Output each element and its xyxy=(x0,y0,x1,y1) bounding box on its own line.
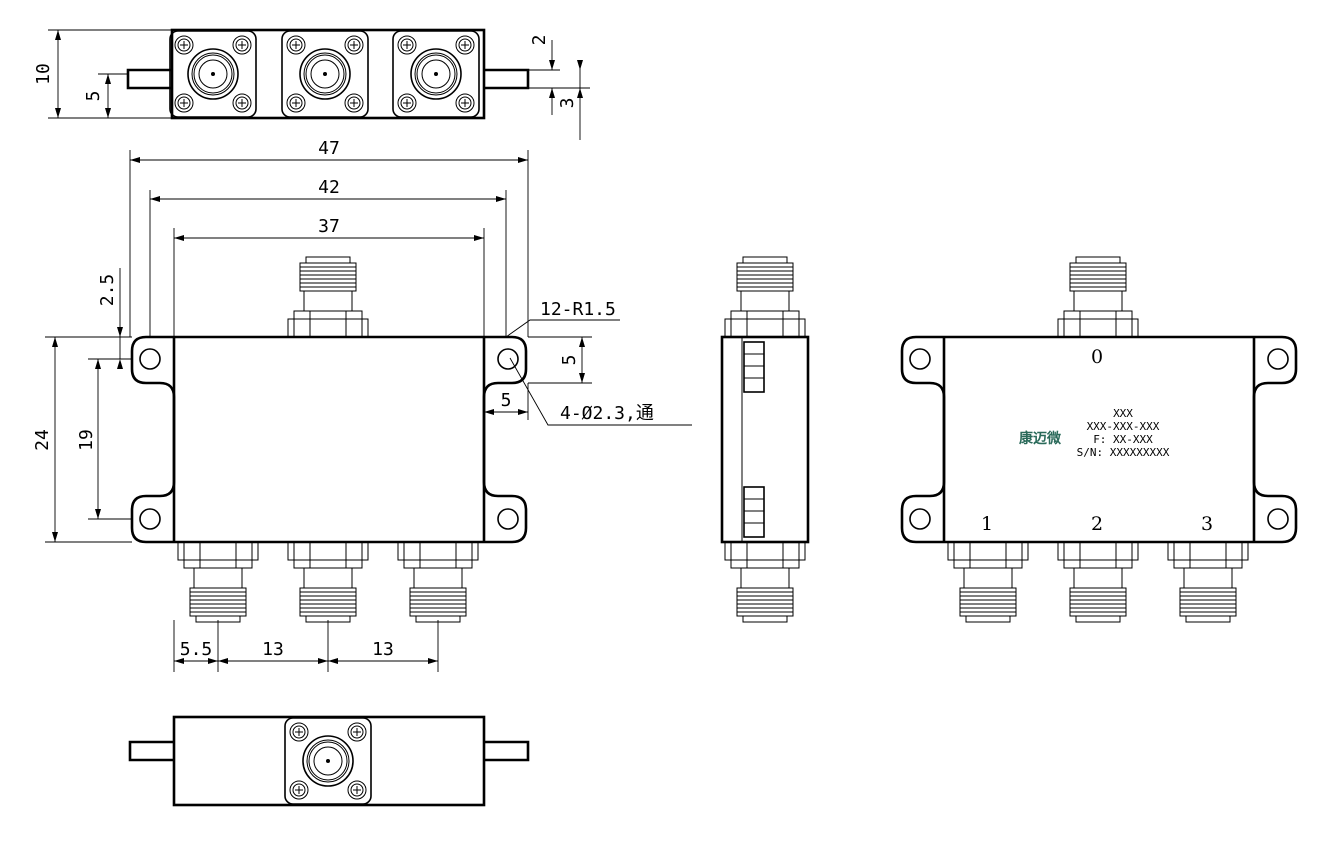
side-view-body xyxy=(720,335,810,544)
side-view xyxy=(720,256,810,623)
dim-top-half: 5 xyxy=(83,91,104,102)
dim-tab-right-width: 5 xyxy=(501,390,512,411)
top-port-connector-1 xyxy=(169,30,257,118)
label-line-3: F: XX-XXX xyxy=(1093,433,1153,446)
dim-top-height: 10 xyxy=(33,63,54,85)
label-output-connector-1 xyxy=(947,541,1029,623)
dim-port-pitch-1: 13 xyxy=(262,639,284,660)
dim-tab-top: 2.5 xyxy=(97,274,118,307)
top-port-connector-2 xyxy=(281,30,369,118)
front-input-connector xyxy=(287,256,369,338)
dim-body-height: 24 xyxy=(32,429,53,451)
brand-logo: 康迈微 xyxy=(1019,430,1062,447)
bottom-connector xyxy=(284,717,372,805)
dim-top-offset: 2 xyxy=(529,35,550,46)
side-top-connector xyxy=(724,256,806,338)
label-line-1: XXX xyxy=(1113,407,1133,420)
front-view: 47 42 37 24 19 2.5 12-R1.5 4-Ø2.3,通 5 5 … xyxy=(32,138,692,672)
side-bottom-connector xyxy=(724,541,806,623)
label-input-connector xyxy=(1057,256,1139,338)
dim-top-tab: 3 xyxy=(557,98,578,109)
bottom-view xyxy=(128,715,530,807)
port-label-out2: 2 xyxy=(1091,513,1103,535)
port-label-out3: 3 xyxy=(1201,513,1213,535)
dim-hole-spec: 4-Ø2.3,通 xyxy=(560,403,654,424)
label-line-2: XXX-XXX-XXX xyxy=(1087,420,1160,433)
dim-hole-pitch: 42 xyxy=(318,177,340,198)
dim-port-pitch-2: 13 xyxy=(372,639,394,660)
port-label-input: 0 xyxy=(1091,346,1103,368)
top-view: 10 5 2 3 xyxy=(33,28,590,140)
dim-corner-radius: 12-R1.5 xyxy=(540,299,616,320)
label-line-4: S/N: XXXXXXXXX xyxy=(1077,446,1170,459)
dim-port-offset: 5.5 xyxy=(180,639,213,660)
port-label-out1: 1 xyxy=(981,513,993,535)
top-view-body xyxy=(170,28,486,120)
front-view-body xyxy=(130,335,528,544)
front-output-connector-2 xyxy=(287,541,369,623)
label-output-connector-2 xyxy=(1057,541,1139,623)
label-view: 0 1 2 3 康迈微 XXX XXX-XXX-XXX F: XX-XXX S/… xyxy=(900,256,1298,623)
dim-overall-width: 47 xyxy=(318,138,340,159)
front-output-connector-3 xyxy=(397,541,479,623)
front-output-connector-1 xyxy=(177,541,259,623)
label-output-connector-3 xyxy=(1167,541,1249,623)
dim-tab-right-height: 5 xyxy=(559,355,580,366)
dim-hole-vertical: 19 xyxy=(76,429,97,451)
dim-body-width: 37 xyxy=(318,216,340,237)
top-port-connector-3 xyxy=(392,30,480,118)
